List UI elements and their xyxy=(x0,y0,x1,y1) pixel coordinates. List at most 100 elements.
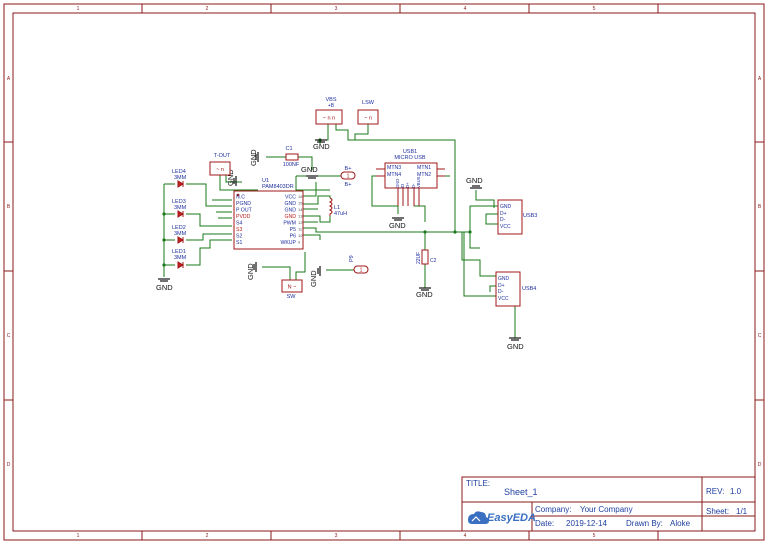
usb4-connector xyxy=(495,271,521,307)
sw-header: N ~ xyxy=(281,279,303,293)
p9-flag: 1 xyxy=(353,265,369,274)
u1-pin-num: 14 xyxy=(298,207,303,212)
u1-pin-num: 15 xyxy=(298,201,303,206)
date-value: 2019-12-14 xyxy=(566,519,607,528)
l1-value: 47uH xyxy=(334,211,347,217)
usb1-bottom-pin: ID xyxy=(400,184,405,188)
row-label-left: A xyxy=(7,76,11,82)
usb1-bottom-pin: VBUS xyxy=(416,176,421,188)
rev-value: 1.0 xyxy=(730,487,742,496)
led-ref: LED4 xyxy=(172,169,186,175)
u1-pin-num: 10 xyxy=(298,233,303,238)
u1-pin-left: S2 xyxy=(236,234,242,240)
usb4-pin: VCC xyxy=(498,296,509,302)
row-label-left: D xyxy=(7,462,11,468)
u1-chip xyxy=(233,190,304,250)
col-label-top: 1 xyxy=(77,6,80,12)
gnd-label: GND xyxy=(507,342,524,351)
row-label-left: B xyxy=(7,204,11,210)
gnd-label: GND xyxy=(416,290,433,299)
led-ref: LED1 xyxy=(172,249,186,255)
led-ref: LED2 xyxy=(172,225,186,231)
usb1-ref: USB1 xyxy=(403,149,417,155)
svg-text:1: 1 xyxy=(347,174,350,180)
sheet-value: 1/1 xyxy=(736,507,748,516)
col-label-bottom: 4 xyxy=(464,533,467,539)
gnd-symbols xyxy=(158,139,521,341)
lsw-label: LSW xyxy=(362,100,375,106)
gnd-label: GND xyxy=(301,165,318,174)
usb1-pin: MTN2 xyxy=(417,172,431,178)
svg-text:1: 1 xyxy=(360,268,363,274)
led-value: 3MM xyxy=(174,231,187,237)
svg-text:~ n: ~ n xyxy=(364,116,372,122)
vbs-label: VBS xyxy=(325,97,336,103)
usb4-pin: D- xyxy=(498,289,504,295)
row-label-right: D xyxy=(758,462,762,468)
usb1-bottom-pin: GND xyxy=(395,179,400,188)
drawn-label: Drawn By: xyxy=(626,519,663,528)
usb4-pin: D+ xyxy=(498,283,505,289)
row-label-right: C xyxy=(758,333,762,339)
vbs-header: ~ n n xyxy=(315,109,343,125)
u1-pin-left: N.C xyxy=(236,195,245,201)
usb3-pin: D+ xyxy=(500,211,507,217)
company-label: Company: xyxy=(535,505,572,514)
usb4-ref: USB4 xyxy=(522,286,536,292)
easyeda-logo xyxy=(468,511,489,524)
led-value: 3MM xyxy=(174,175,187,181)
u1-pin-left: S1 xyxy=(236,240,242,246)
u1-pin-right: GND xyxy=(284,214,296,220)
col-label-top: 3 xyxy=(335,6,338,12)
rev-label: REV: xyxy=(706,487,725,496)
usb1-bottom-pin: D- xyxy=(411,183,416,188)
usb1-pin: MTN3 xyxy=(387,165,401,171)
usb1-pin: MTN4 xyxy=(387,172,401,178)
svg-text:N ~: N ~ xyxy=(288,285,297,291)
gnd-label: GND xyxy=(466,176,483,185)
usb1-bottom-pin: D+ xyxy=(405,182,410,188)
gnd-label-vertical: GND xyxy=(226,169,235,186)
vbs-pin-label: +B xyxy=(328,103,335,109)
row-label-right: A xyxy=(758,76,762,82)
usb1-pin: MTN1 xyxy=(417,165,431,171)
u1-pin-num: 16 xyxy=(298,194,303,199)
u1-pin-left: S3 xyxy=(236,227,242,233)
col-label-top: 4 xyxy=(464,6,467,12)
gnd-label: GND xyxy=(156,283,173,292)
c2-ref: C2 xyxy=(430,258,437,264)
col-label-top: 5 xyxy=(593,6,596,12)
usb3-connector xyxy=(497,199,523,235)
bplus-flag-a: 1 xyxy=(340,171,356,180)
u1-pin-right: PWM xyxy=(283,221,296,227)
svg-text:~ n n: ~ n n xyxy=(323,116,335,122)
u1-pin-right: P6 xyxy=(290,234,296,240)
usb3-pin: VCC xyxy=(500,224,511,230)
sheet-label: Sheet: xyxy=(706,507,730,516)
led-ref: LED3 xyxy=(172,199,186,205)
u1-pin-num: 9 xyxy=(298,240,301,245)
svg-text:~ n: ~ n xyxy=(216,167,224,173)
u1-pin-num: 13 xyxy=(298,214,303,219)
u1-pin-left: PGND xyxy=(236,201,251,207)
col-label-bottom: 3 xyxy=(335,533,338,539)
company-value: Your Company xyxy=(580,505,633,514)
u1-pin-right: GND xyxy=(284,201,296,207)
u1-pin-right: GND xyxy=(284,208,296,214)
usb1-connector xyxy=(376,162,445,206)
drawn-value: Aloke xyxy=(670,519,691,528)
col-label-bottom: 2 xyxy=(206,533,209,539)
u1-pin-right: P5 xyxy=(290,227,296,233)
gnd-label: GND xyxy=(313,142,330,151)
tout-header: ~ n xyxy=(209,161,231,176)
led-symbols xyxy=(177,180,184,269)
usb1-value: MICRO USB xyxy=(394,155,426,161)
bplus-label-b: B+ xyxy=(345,182,352,188)
p9-label: P9 xyxy=(349,255,355,262)
gnd-label: GND xyxy=(309,270,318,287)
led-value: 3MM xyxy=(174,255,187,261)
c2-capacitor xyxy=(421,249,429,265)
row-label-left: C xyxy=(7,333,11,339)
u1-pin-right: VCC xyxy=(285,195,296,201)
